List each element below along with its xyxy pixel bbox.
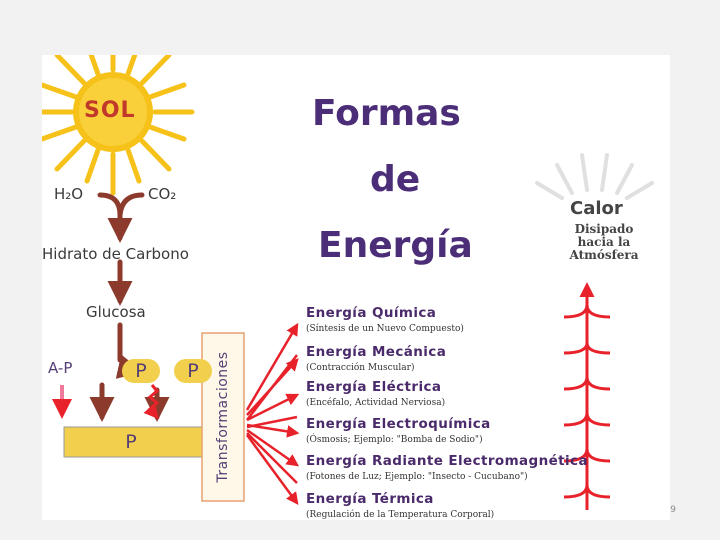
sun-label: SOL: [84, 98, 136, 123]
energy-desc-4: (Ósmosis; Ejemplo: "Bomba de Sodio"): [306, 435, 483, 445]
transformaciones-box: [201, 332, 245, 502]
co2-label: CO₂: [148, 185, 177, 203]
energy-desc-3: (Encéfalo, Actividad Nerviosa): [306, 398, 446, 408]
h2o-label: H₂O: [54, 185, 84, 203]
energy-desc-5: (Fotones de Luz; Ejemplo: "Insecto - Cuc…: [306, 472, 528, 482]
calor-line-3: Atmósfera: [569, 248, 639, 262]
title-line-2: de: [370, 159, 421, 200]
p-badge-3: P: [112, 430, 150, 454]
calor-label: Calor: [570, 198, 623, 219]
heat-arrows: [563, 282, 611, 510]
transformaciones-label: Transformaciones: [215, 351, 231, 483]
energy-name-4: Energía Electroquímica: [306, 416, 491, 432]
energy-arrows: [245, 322, 300, 506]
energy-name-3: Energía Eléctrica: [306, 379, 442, 395]
energy-name-1: Energía Química: [306, 305, 437, 321]
sun-icon: [42, 55, 195, 196]
slide: SOL H₂O CO₂ Hidrato de Carbono Glucosa A…: [42, 55, 670, 520]
heat-rays-icon: [535, 153, 654, 200]
energy-name-5: Energía Radiante Electromagnética: [306, 453, 588, 469]
hidrato-label: Hidrato de Carbono: [42, 245, 189, 263]
energy-desc-2: (Contracción Muscular): [306, 363, 415, 373]
energy-desc-1: (Síntesis de un Nuevo Compuesto): [306, 324, 464, 334]
p-badge-1: P: [122, 359, 160, 383]
page-number: 9: [670, 505, 676, 515]
diagram-graphics: [42, 55, 654, 510]
ap-label: A-P: [48, 359, 73, 377]
calor-line-1: Disipado: [574, 222, 634, 236]
glucosa-label: Glucosa: [86, 303, 146, 321]
title-line-3: Energía: [318, 225, 473, 266]
calor-line-2: hacia la: [577, 235, 631, 249]
jagged-arrow-icon: [143, 384, 160, 420]
calor-desc: Disipado hacia la Atmósfera: [564, 223, 644, 262]
energy-name-6: Energía Térmica: [306, 491, 434, 507]
p-badge-2: P: [174, 359, 212, 383]
energy-desc-6: (Regulación de la Temperatura Corporal): [306, 510, 495, 520]
energy-name-2: Energía Mecánica: [306, 344, 447, 360]
title-line-1: Formas: [312, 93, 461, 134]
